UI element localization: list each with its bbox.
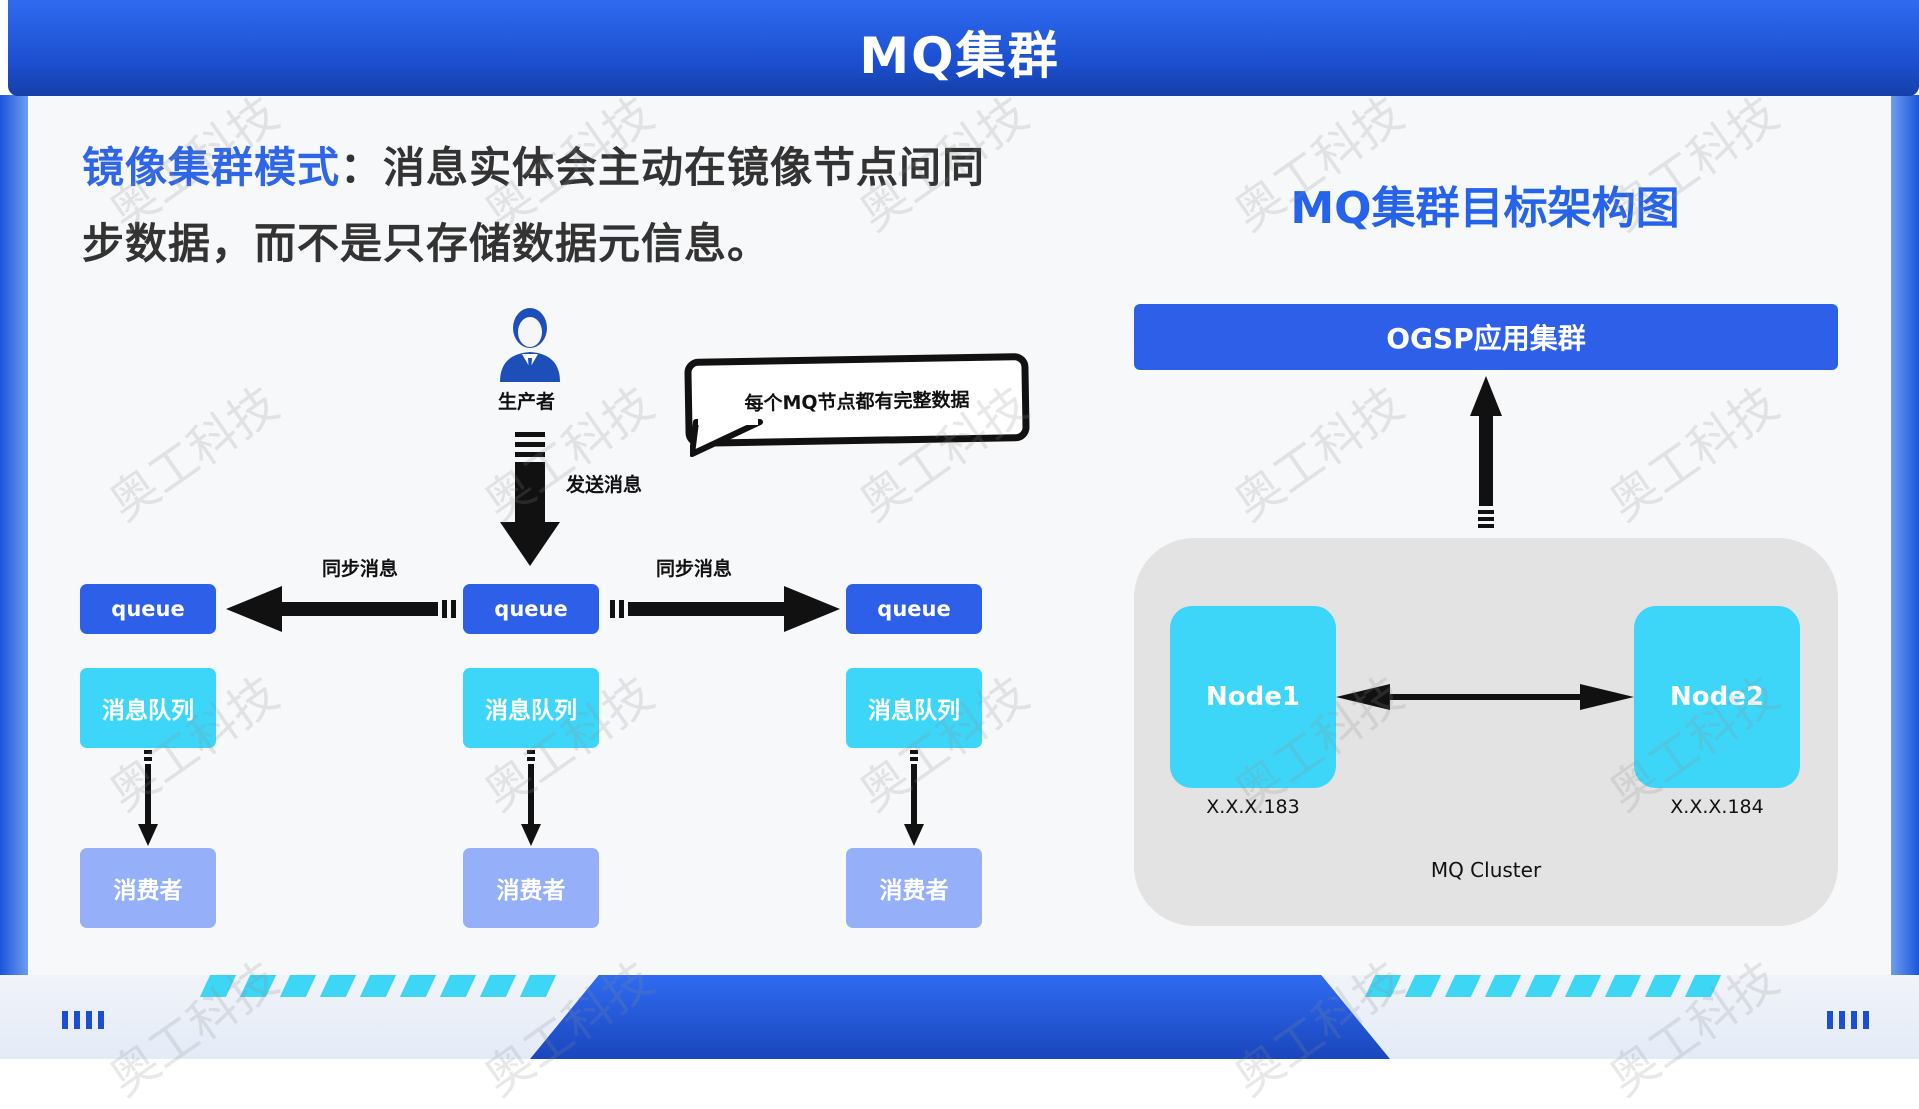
queue-box-left: queue <box>80 584 216 634</box>
sync-right-label: 同步消息 <box>656 558 733 580</box>
sync-left-arrow <box>226 586 456 632</box>
headline-text: 镜像集群模式：消息实体会主动在镜像节点间同 步数据，而不是只存储数据元信息。 <box>82 130 1032 282</box>
frame-left <box>0 95 28 1059</box>
producer-person-icon <box>500 308 560 382</box>
message-queue-box-center: 消息队列 <box>463 668 599 748</box>
sync-left-label: 同步消息 <box>322 558 399 580</box>
cluster-label: MQ Cluster <box>1430 858 1542 882</box>
headline-line1: ：消息实体会主动在镜像节点间同 <box>340 143 986 192</box>
producer-label: 生产者 <box>498 391 556 413</box>
consumer-box-center: 消费者 <box>463 848 599 928</box>
header-bar <box>8 0 1919 96</box>
node1-ip: X.X.X.183 <box>1206 796 1300 818</box>
send-label: 发送消息 <box>566 474 643 496</box>
queue-box-right: queue <box>846 584 982 634</box>
node2-ip: X.X.X.184 <box>1670 796 1764 818</box>
node1-box: Node1 <box>1170 606 1336 788</box>
message-queue-box-left: 消息队列 <box>80 668 216 748</box>
send-down-arrow <box>500 432 560 566</box>
footer-decor <box>0 975 1919 1059</box>
headline-highlight: 镜像集群模式 <box>82 143 341 192</box>
headline-line2: 步数据，而不是只存储数据元信息。 <box>82 219 771 268</box>
node-sync-arrow <box>1336 684 1634 710</box>
consume-arrow-right <box>904 750 924 846</box>
sync-right-arrow <box>610 586 840 632</box>
speech-bubble-tail <box>690 418 763 457</box>
queue-box-center: queue <box>463 584 599 634</box>
architecture-title: MQ集群目标架构图 <box>1290 183 1680 234</box>
consume-arrow-center <box>521 750 541 846</box>
page-title: MQ集群 <box>859 27 1060 85</box>
node2-box: Node2 <box>1634 606 1800 788</box>
app-cluster-box: OGSP应用集群 <box>1134 304 1838 370</box>
frame-right <box>1891 95 1919 1059</box>
message-queue-box-right: 消息队列 <box>846 668 982 748</box>
up-arrow <box>1470 376 1502 528</box>
consumer-box-left: 消费者 <box>80 848 216 928</box>
footer-center-decor <box>530 975 1390 1059</box>
consume-arrow-left <box>138 750 158 846</box>
consumer-box-right: 消费者 <box>846 848 982 928</box>
